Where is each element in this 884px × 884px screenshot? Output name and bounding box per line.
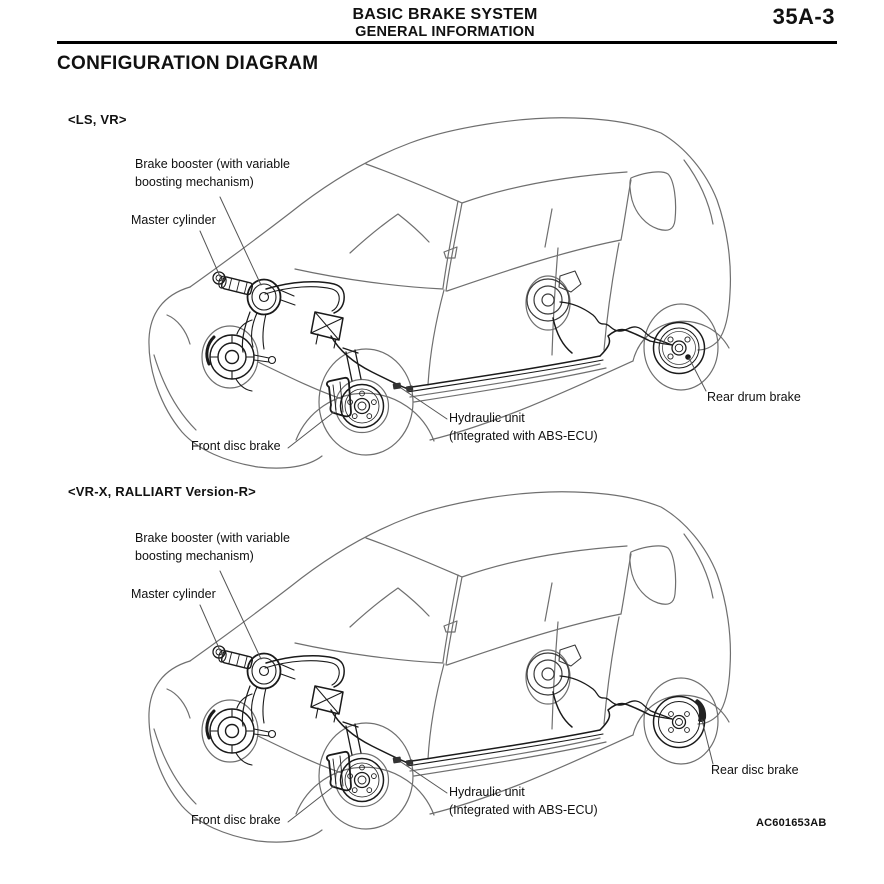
header-rule xyxy=(57,41,837,44)
label-master-cylinder-1: Master cylinder xyxy=(131,213,216,227)
header-title-block: BASIC BRAKE SYSTEM GENERAL INFORMATION xyxy=(300,6,590,40)
label-rear-brake-2: Rear disc brake xyxy=(711,763,799,777)
label-hydraulic-unit-2: Hydraulic unit (Integrated with ABS-ECU) xyxy=(449,785,598,817)
label-brake-booster-1: Brake booster (with variable boosting me… xyxy=(135,157,290,189)
figure-code: AC601653AB xyxy=(756,817,827,829)
label-front-brake-2: Front disc brake xyxy=(191,813,281,827)
variant-label-vrx-ralliart: <VR-X, RALLIART Version-R> xyxy=(68,484,256,499)
header-title: BASIC BRAKE SYSTEM xyxy=(352,6,538,23)
label-brake-booster-2: Brake booster (with variable boosting me… xyxy=(135,531,290,563)
label-master-cylinder-2: Master cylinder xyxy=(131,587,216,601)
label-hydraulic-unit-1: Hydraulic unit (Integrated with ABS-ECU) xyxy=(449,411,598,443)
page-title: CONFIGURATION DIAGRAM xyxy=(57,53,319,74)
label-rear-brake-1: Rear drum brake xyxy=(707,390,801,404)
label-front-brake-1: Front disc brake xyxy=(191,439,281,453)
variant-label-ls-vr: <LS, VR> xyxy=(68,112,127,127)
header-subtitle: GENERAL INFORMATION xyxy=(355,24,535,40)
page-number: 35A-3 xyxy=(772,4,835,29)
